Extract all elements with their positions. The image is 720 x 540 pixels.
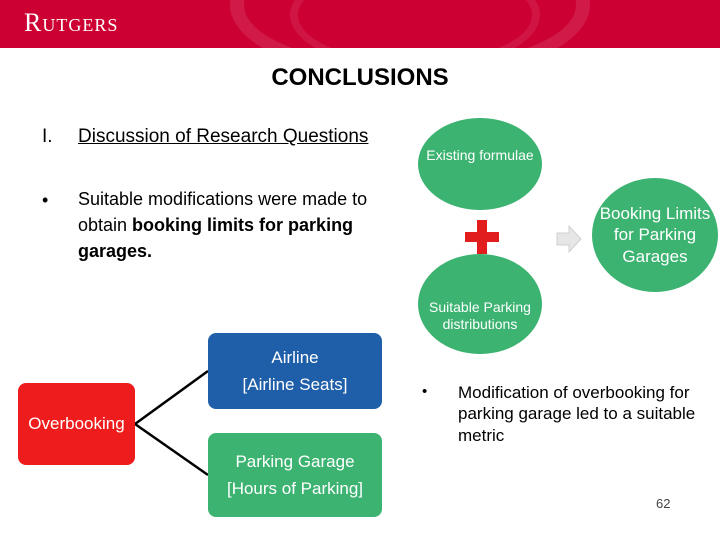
overbooking-box: Overbooking xyxy=(18,383,135,465)
parking-box-text: Parking Garage [Hours of Parking] xyxy=(227,448,363,502)
bullet-symbol-2: • xyxy=(422,383,428,400)
arrow-right-icon xyxy=(556,224,582,254)
page-number: 62 xyxy=(656,496,671,511)
parking-garage-label: Parking Garage xyxy=(235,451,355,471)
bullet-text: Suitable modifications were made to obta… xyxy=(78,186,378,264)
overbooking-label: Overbooking xyxy=(28,414,125,433)
section-numeral: I. xyxy=(42,126,53,147)
connector-parking xyxy=(134,422,209,477)
booking-limits-circle: Booking Limits for Parking Garages xyxy=(592,178,718,292)
airline-box-text: Airline [Airline Seats] xyxy=(243,344,348,398)
header-banner: Rutgers xyxy=(0,0,720,48)
parking-garage-box: Parking Garage [Hours of Parking] xyxy=(208,433,382,517)
existing-formulae-circle: Existing formulae xyxy=(418,118,542,210)
booking-limits-label: Booking Limits for Parking Garages xyxy=(599,204,711,266)
bullet-text-plain: Suitable modifications were made to obta… xyxy=(78,189,368,236)
existing-formulae-label: Existing formulae xyxy=(426,146,534,163)
section-title: Discussion of Research Questions xyxy=(78,126,369,147)
connector-airline xyxy=(134,369,209,426)
bullet-text-bold: booking limits for parking garages. xyxy=(78,215,354,262)
airline-label: Airline xyxy=(271,347,319,367)
rutgers-logo: Rutgers xyxy=(24,8,119,37)
plus-icon-bar xyxy=(465,232,499,242)
bullet-symbol: • xyxy=(42,190,49,210)
seal-watermark-inner xyxy=(290,0,540,48)
modification-text: Modification of overbooking for parking … xyxy=(458,383,696,445)
slide-title: CONCLUSIONS xyxy=(271,64,449,91)
airline-box: Airline [Airline Seats] xyxy=(208,333,382,409)
suitable-distributions-circle: Suitable Parking distributions xyxy=(418,254,542,354)
hours-of-parking-label: [Hours of Parking] xyxy=(226,479,364,498)
suitable-distributions-label: Suitable Parking distributions xyxy=(429,299,531,332)
airline-seats-label: [Airline Seats] xyxy=(242,375,348,394)
